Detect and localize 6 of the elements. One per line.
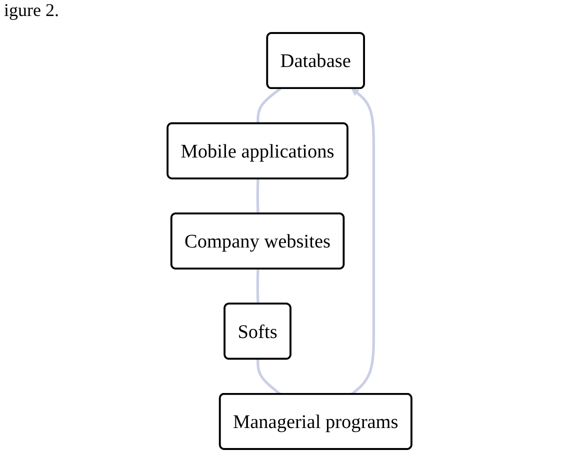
arrow <box>350 88 376 396</box>
connector <box>256 178 260 214</box>
connector <box>256 268 260 304</box>
connector <box>256 359 282 396</box>
connector <box>256 88 282 124</box>
figure-caption: igure 2. <box>4 0 59 21</box>
